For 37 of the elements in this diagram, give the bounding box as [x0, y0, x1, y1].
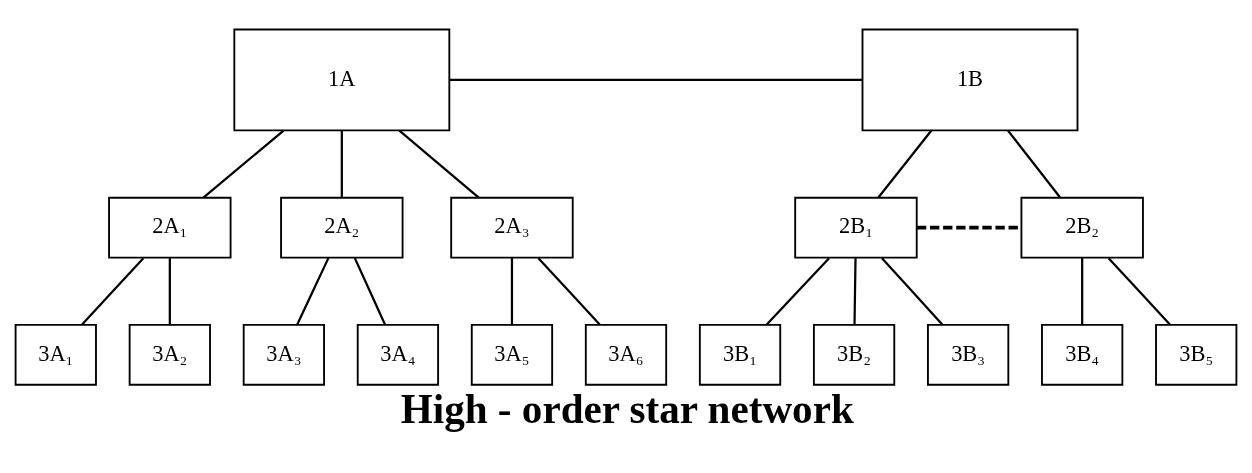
caption: High - order star network	[400, 385, 854, 432]
connector	[353, 257, 386, 325]
connector	[202, 129, 285, 199]
connector	[81, 256, 145, 325]
connector	[853, 257, 857, 324]
connector	[1107, 256, 1171, 325]
node-box: 2B₂	[1020, 196, 1144, 258]
node-box: 3B₃	[927, 323, 1010, 386]
node-box: 3B₂	[812, 323, 896, 386]
node-box: 2A₂	[280, 196, 404, 258]
node-box: 3A₃	[242, 323, 325, 386]
connector	[449, 78, 863, 81]
node-box: 3A₁	[14, 323, 97, 386]
connector	[1081, 257, 1084, 324]
node-box: 2A₁	[108, 196, 232, 258]
connector	[916, 225, 1021, 229]
node-box: 1A	[233, 28, 451, 131]
connector	[398, 129, 480, 199]
connector	[168, 257, 171, 324]
node-box: 1B	[861, 28, 1079, 131]
connector	[510, 257, 514, 324]
connector	[340, 130, 343, 197]
connector	[881, 256, 944, 325]
connector	[296, 257, 330, 325]
connector	[877, 129, 933, 198]
node-box: 3A₆	[584, 323, 668, 386]
node-box: 3A₂	[128, 323, 211, 386]
node-box: 3B₁	[698, 323, 782, 386]
node-box: 3A₅	[470, 323, 554, 386]
node-box: 3B₅	[1155, 323, 1238, 386]
connector	[765, 256, 830, 325]
node-box: 3B₄	[1041, 323, 1124, 386]
node-box: 2B₁	[794, 196, 918, 258]
node-box: 2A₃	[450, 196, 574, 258]
node-box: 3A₄	[356, 323, 440, 386]
connector	[1007, 129, 1061, 198]
connector	[537, 256, 601, 325]
